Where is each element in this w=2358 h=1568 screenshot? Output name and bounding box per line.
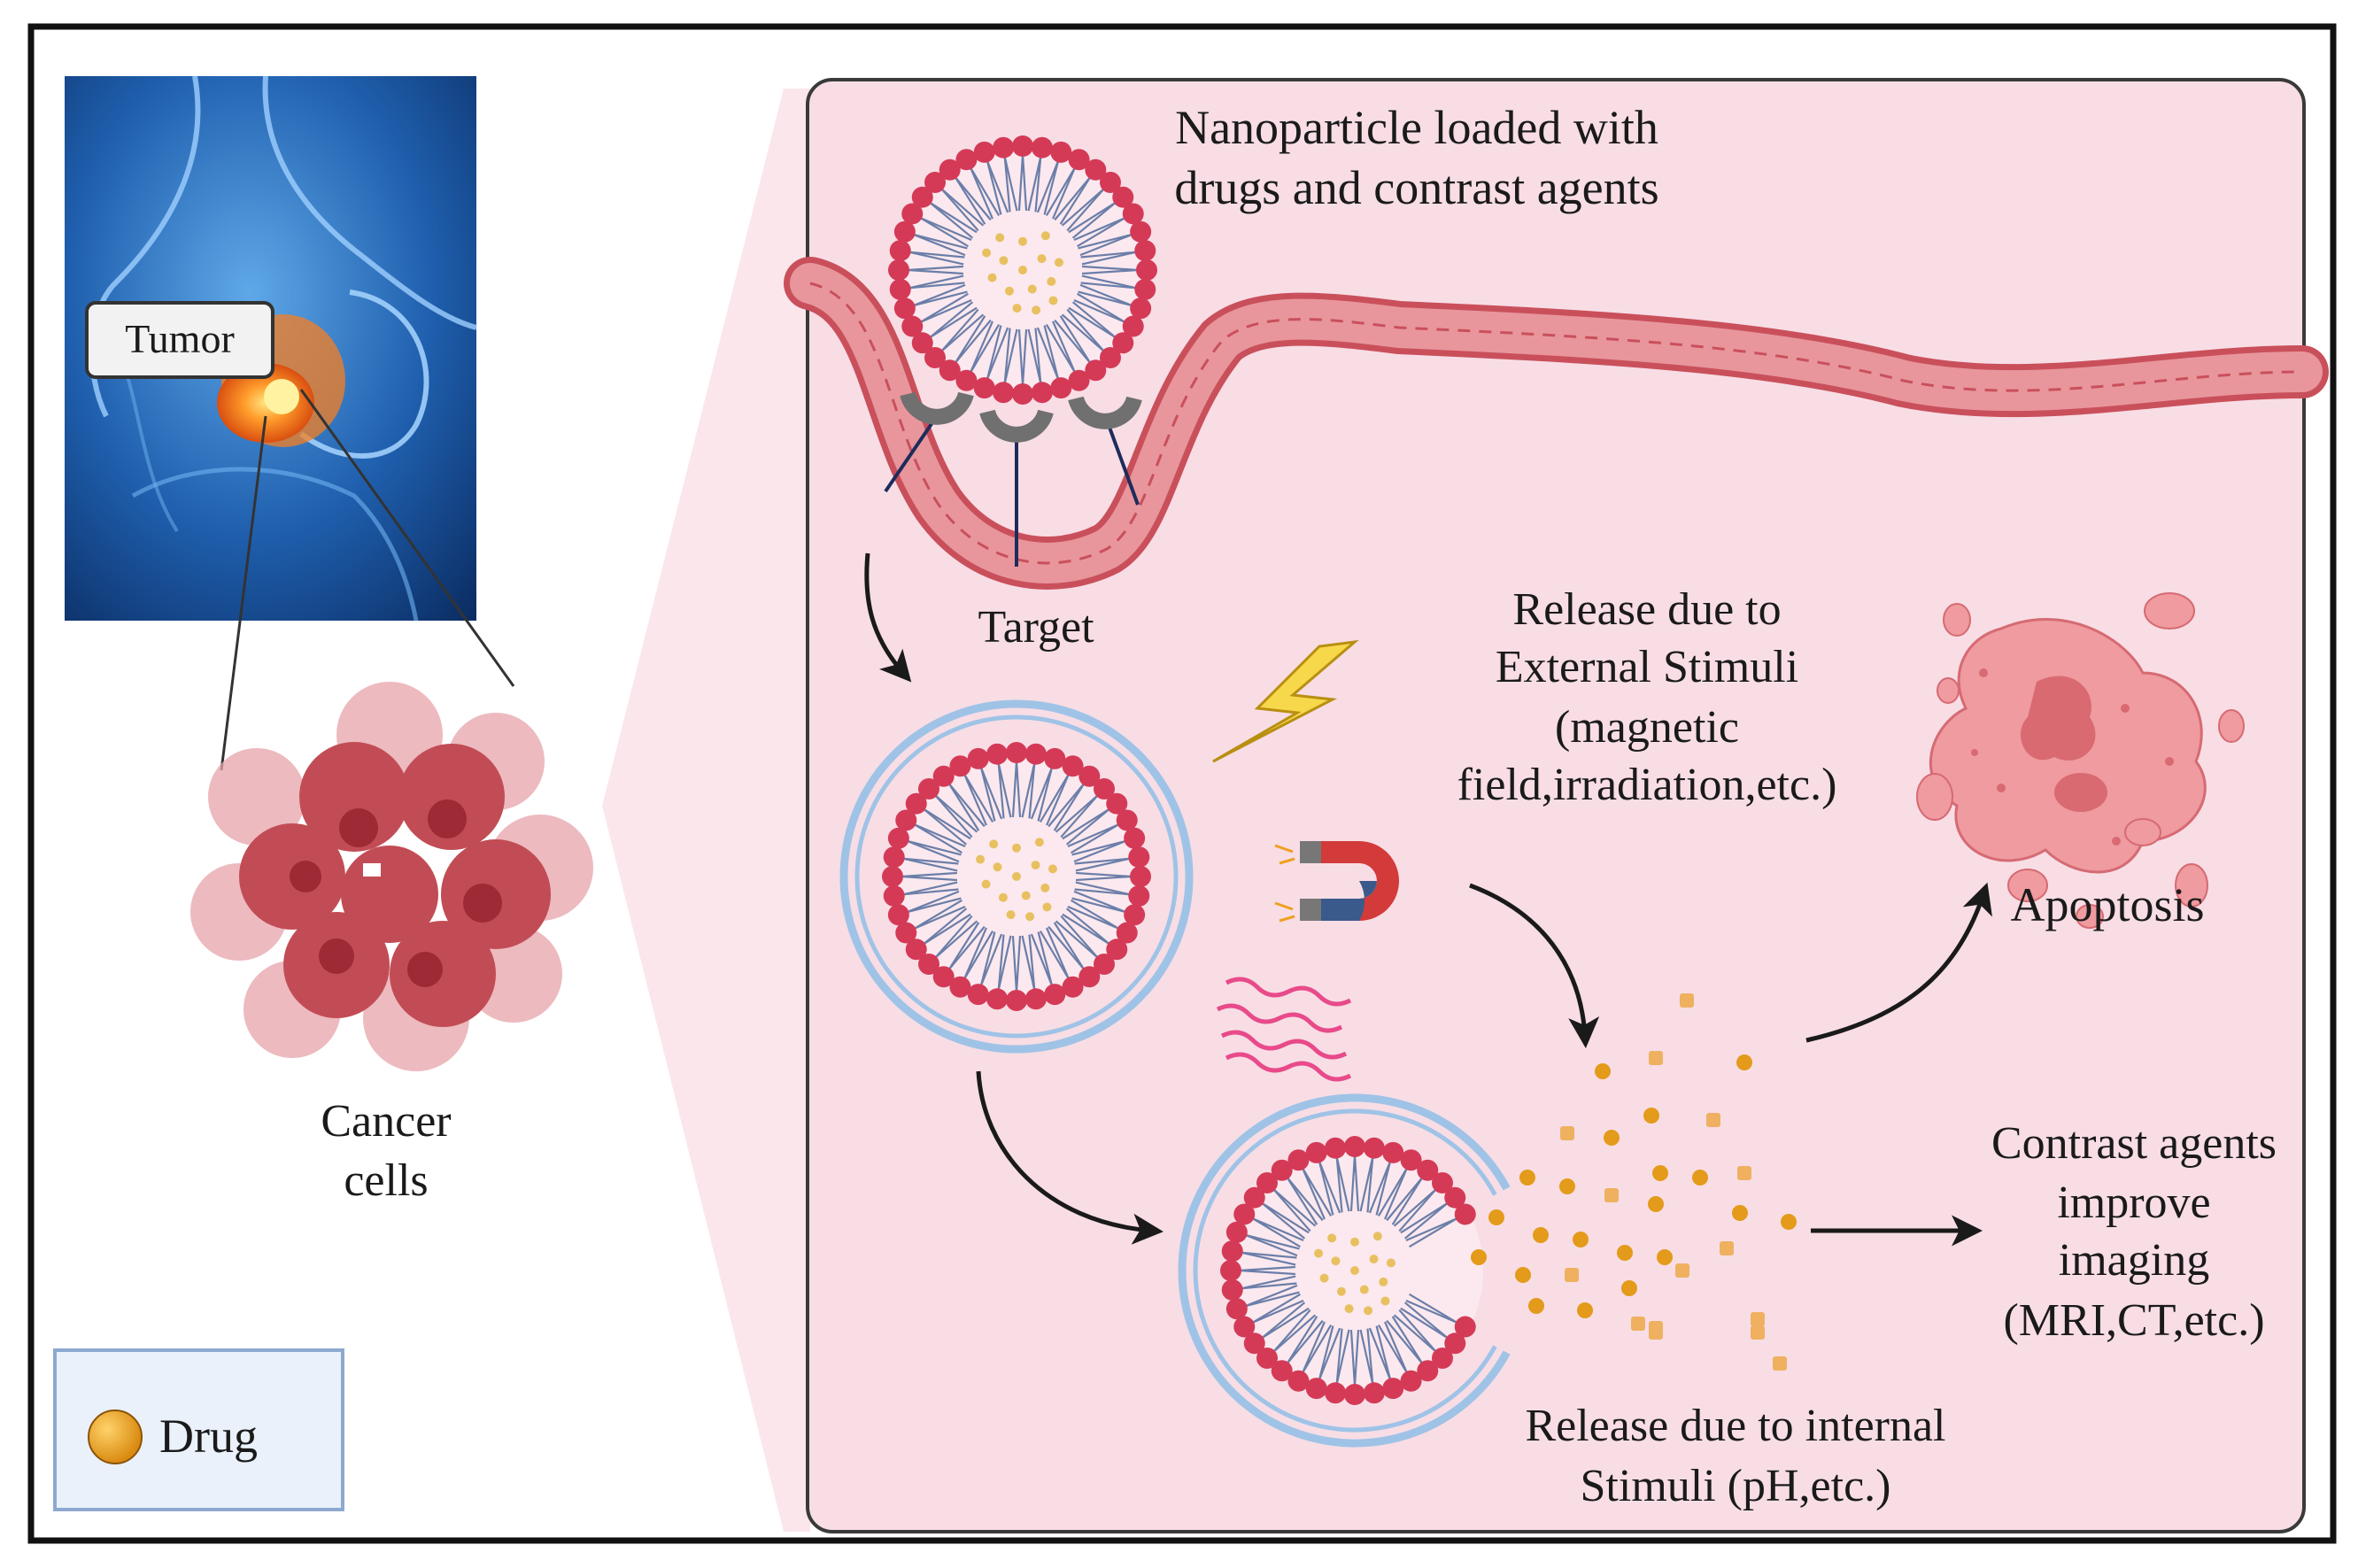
magnet-icon bbox=[1274, 841, 1399, 923]
tumor-label: Tumor bbox=[125, 316, 235, 361]
nanoparticle-coated bbox=[839, 699, 1194, 1054]
contrast-label-line4: (MRI,CT,etc.) bbox=[2003, 1295, 2264, 1346]
nanoparticle-targeting bbox=[888, 135, 1157, 405]
zoom-wedge bbox=[602, 89, 810, 1532]
cancer-cells-label-line2: cells bbox=[344, 1155, 428, 1206]
external-label-line2: External Stimuli bbox=[1496, 642, 1798, 692]
lightning-icon bbox=[1212, 639, 1359, 763]
nanoparticle-label-line1: Nanoparticle loaded with bbox=[1175, 101, 1658, 154]
tumor-label-box bbox=[85, 301, 274, 379]
arrow-target-to-coated bbox=[864, 552, 912, 683]
blood-vessel bbox=[784, 257, 2329, 590]
external-label-line3: (magnetic bbox=[1555, 702, 1739, 753]
internal-label-line1: Release due to internal bbox=[1525, 1401, 1945, 1451]
nanoparticle-label-line2: drugs and contrast agents bbox=[1174, 161, 1658, 214]
external-label-line4: field,irradiation,etc.) bbox=[1457, 760, 1837, 810]
contrast-label-line3: imaging bbox=[2059, 1235, 2209, 1286]
released-drug-particles bbox=[1471, 993, 1797, 1371]
arrow-external-to-release bbox=[1469, 883, 1600, 1048]
cancer-cells-label-line1: Cancer bbox=[321, 1096, 451, 1147]
arrow-to-apoptosis bbox=[1805, 882, 1992, 1043]
external-label-line1: Release due to bbox=[1512, 584, 1781, 635]
wave-icon bbox=[1216, 977, 1352, 1082]
receptors bbox=[884, 391, 1142, 567]
contrast-label-line2: improve bbox=[2057, 1178, 2210, 1228]
legend-drug-label: Drug bbox=[159, 1410, 258, 1463]
drug-icon bbox=[88, 1410, 143, 1464]
arrow-coated-to-release bbox=[976, 1070, 1164, 1245]
nanoparticle-releasing bbox=[1178, 1093, 1511, 1448]
apoptosis-icon bbox=[1916, 592, 2245, 929]
connector-line-right bbox=[299, 389, 515, 687]
target-label: Target bbox=[978, 602, 1094, 653]
cancer-cell-cluster bbox=[190, 682, 593, 1071]
flow-arrows bbox=[864, 552, 1992, 1247]
connector-line-left bbox=[220, 415, 267, 771]
apoptosis-label: Apoptosis bbox=[2010, 878, 2204, 931]
internal-label-line2: Stimuli (pH,etc.) bbox=[1581, 1461, 1891, 1511]
contrast-label-line1: Contrast agents bbox=[1991, 1118, 2277, 1169]
